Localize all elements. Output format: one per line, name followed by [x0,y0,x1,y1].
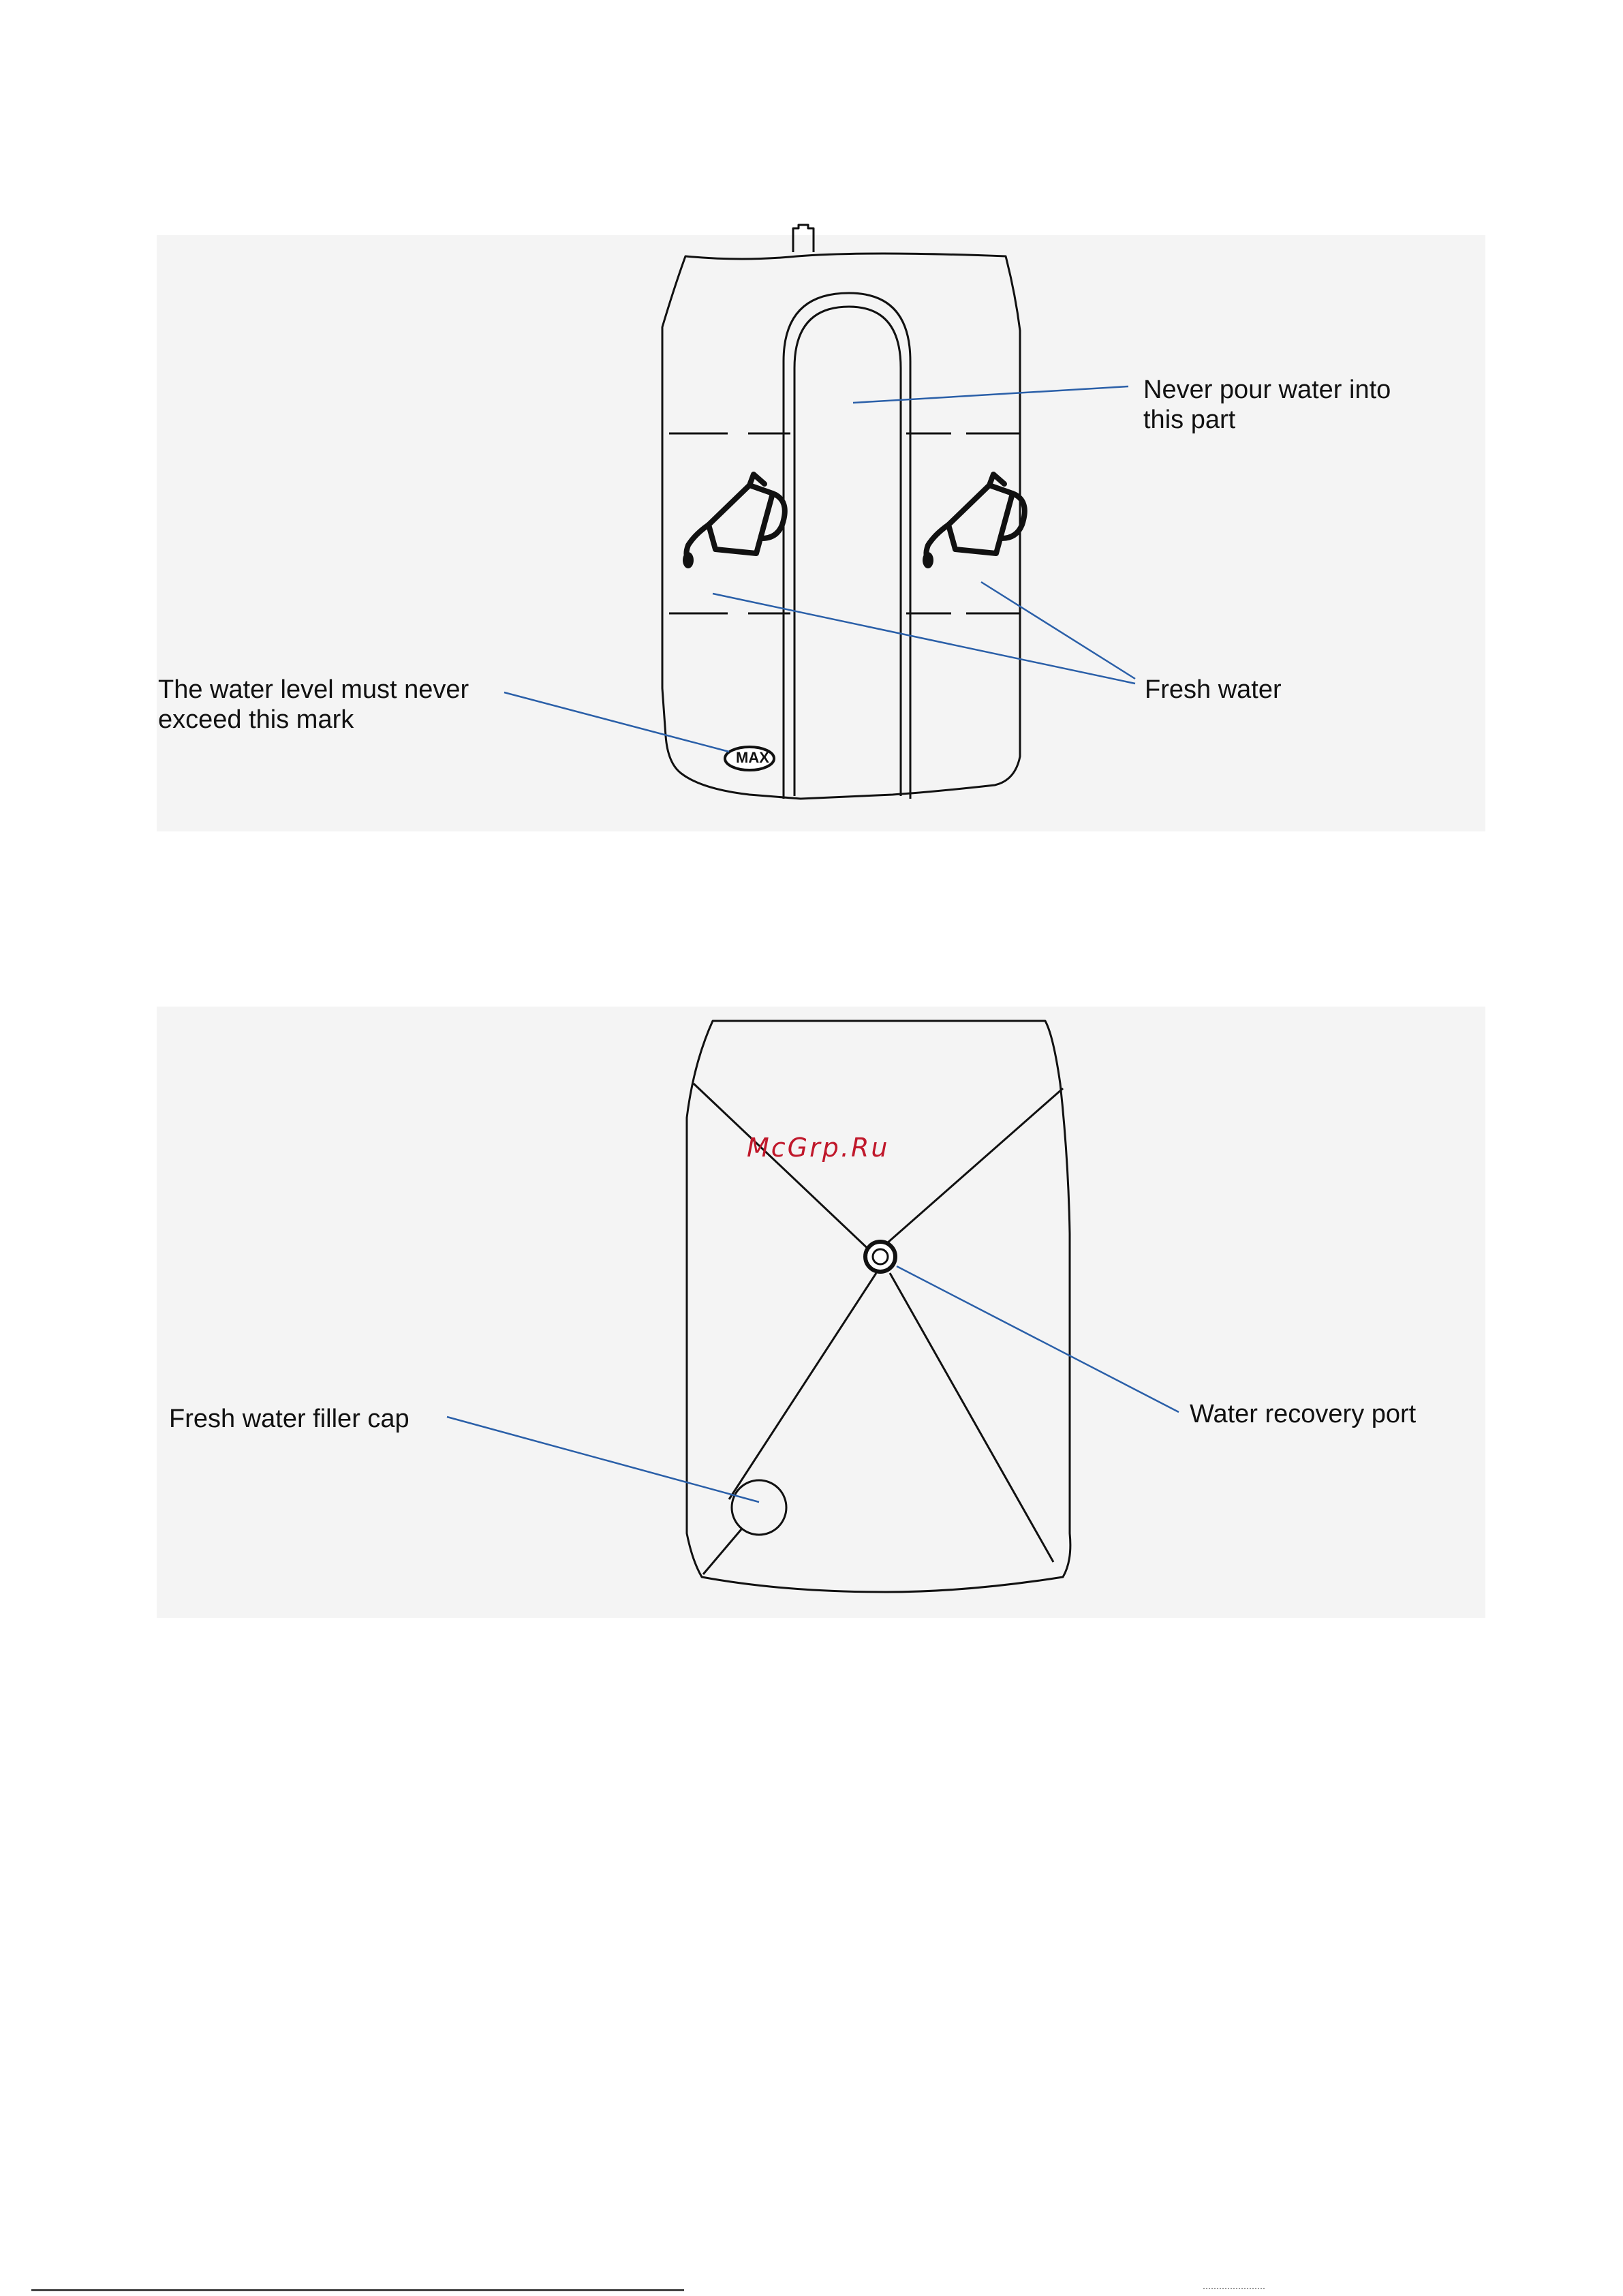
leader-recovery-port [897,1266,1179,1412]
page-footer-mark [1203,2288,1265,2293]
tank-top-outline [687,1021,1070,1592]
water-recovery-port-icon [865,1242,895,1272]
water-recovery-port-label: Water recovery port [1190,1399,1416,1429]
leader-filler-cap [447,1417,759,1502]
fresh-water-filler-cap-icon [732,1480,786,1535]
page-footer-rule [31,2289,684,2291]
fresh-water-filler-cap-label: Fresh water filler cap [169,1404,409,1434]
top-view-drawing [0,0,1623,1636]
watermark: McGrp.Ru [747,1133,889,1163]
